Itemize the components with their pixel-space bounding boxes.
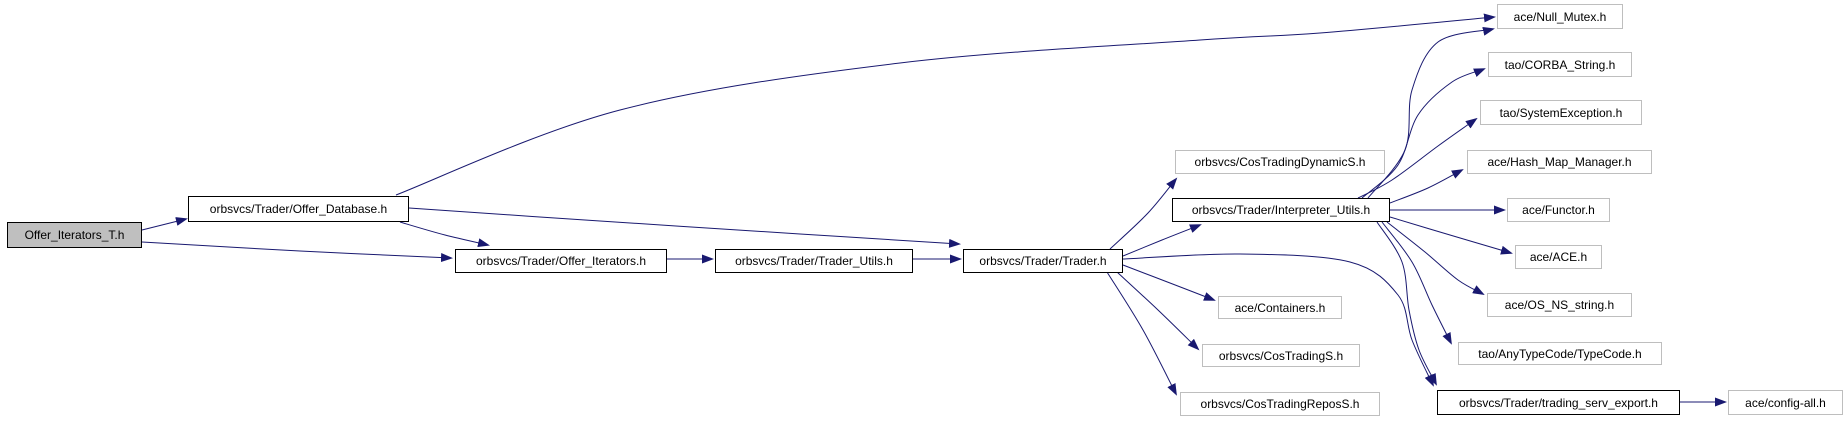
graph-node-null_mutex[interactable]: ace/Null_Mutex.h	[1497, 4, 1623, 29]
edge-interpreter_utils-to-corba_string	[1361, 68, 1486, 199]
graph-node-config_all[interactable]: ace/config-all.h	[1728, 390, 1843, 415]
graph-node-trader[interactable]: orbsvcs/Trader/Trader.h	[963, 249, 1123, 273]
edge-interpreter_utils-to-hash_map_manager	[1389, 169, 1464, 204]
edge-trader-to-costradings	[1116, 271, 1200, 351]
edge-trader-to-costradingreposs	[1106, 271, 1177, 396]
graph-node-functor[interactable]: ace/Functor.h	[1507, 198, 1610, 222]
edge-offer_database-to-trader	[408, 207, 961, 248]
edge-trader-to-interpreter_utils	[1122, 224, 1202, 257]
graph-node-costradingreposs[interactable]: orbsvcs/CosTradingReposS.h	[1180, 392, 1380, 416]
graph-node-offer_iterators_t: Offer_Iterators_T.h	[7, 222, 142, 248]
edge-interpreter_utils-to-systemexception	[1357, 117, 1478, 199]
edge-interpreter_utils-to-typecode	[1381, 221, 1452, 345]
edge-offer_database-to-offer_iterators	[399, 221, 490, 248]
graph-node-ace[interactable]: ace/ACE.h	[1515, 245, 1602, 269]
graph-node-corba_string[interactable]: tao/CORBA_String.h	[1488, 52, 1632, 77]
edge-trader-to-trading_serv_export	[1122, 253, 1434, 387]
edge-trader-to-costradingdynamics	[1109, 177, 1178, 250]
edge-interpreter_utils-to-null_mutex	[1367, 26, 1495, 199]
graph-node-hash_map_manager[interactable]: ace/Hash_Map_Manager.h	[1467, 150, 1652, 174]
graph-node-trading_serv_export[interactable]: orbsvcs/Trader/trading_serv_export.h	[1437, 390, 1680, 415]
graph-node-offer_iterators[interactable]: orbsvcs/Trader/Offer_Iterators.h	[455, 249, 667, 273]
edge-trader-to-containers	[1122, 264, 1216, 301]
graph-node-costradings[interactable]: orbsvcs/CosTradingS.h	[1202, 344, 1360, 367]
graph-node-trader_utils[interactable]: orbsvcs/Trader/Trader_Utils.h	[715, 249, 913, 273]
graph-node-interpreter_utils[interactable]: orbsvcs/Trader/Interpreter_Utils.h	[1172, 198, 1390, 222]
edge-interpreter_utils-to-os_ns_string	[1386, 221, 1485, 295]
graph-node-typecode[interactable]: tao/AnyTypeCode/TypeCode.h	[1458, 342, 1662, 365]
graph-node-containers[interactable]: ace/Containers.h	[1218, 296, 1342, 319]
edge-offer_iterators_t-to-offer_database	[141, 217, 188, 231]
graph-node-offer_database[interactable]: orbsvcs/Trader/Offer_Database.h	[188, 196, 409, 222]
edge-interpreter_utils-to-ace	[1389, 216, 1513, 255]
graph-node-os_ns_string[interactable]: ace/OS_NS_string.h	[1487, 293, 1632, 317]
edge-interpreter_utils-to-trading_serv_export	[1376, 221, 1437, 386]
graph-node-costradingdynamics[interactable]: orbsvcs/CosTradingDynamicS.h	[1175, 150, 1385, 174]
edge-offer_database-to-null_mutex	[395, 13, 1496, 196]
graph-node-systemexception[interactable]: tao/SystemException.h	[1480, 100, 1642, 125]
edge-offer_iterators_t-to-offer_iterators	[141, 241, 453, 263]
